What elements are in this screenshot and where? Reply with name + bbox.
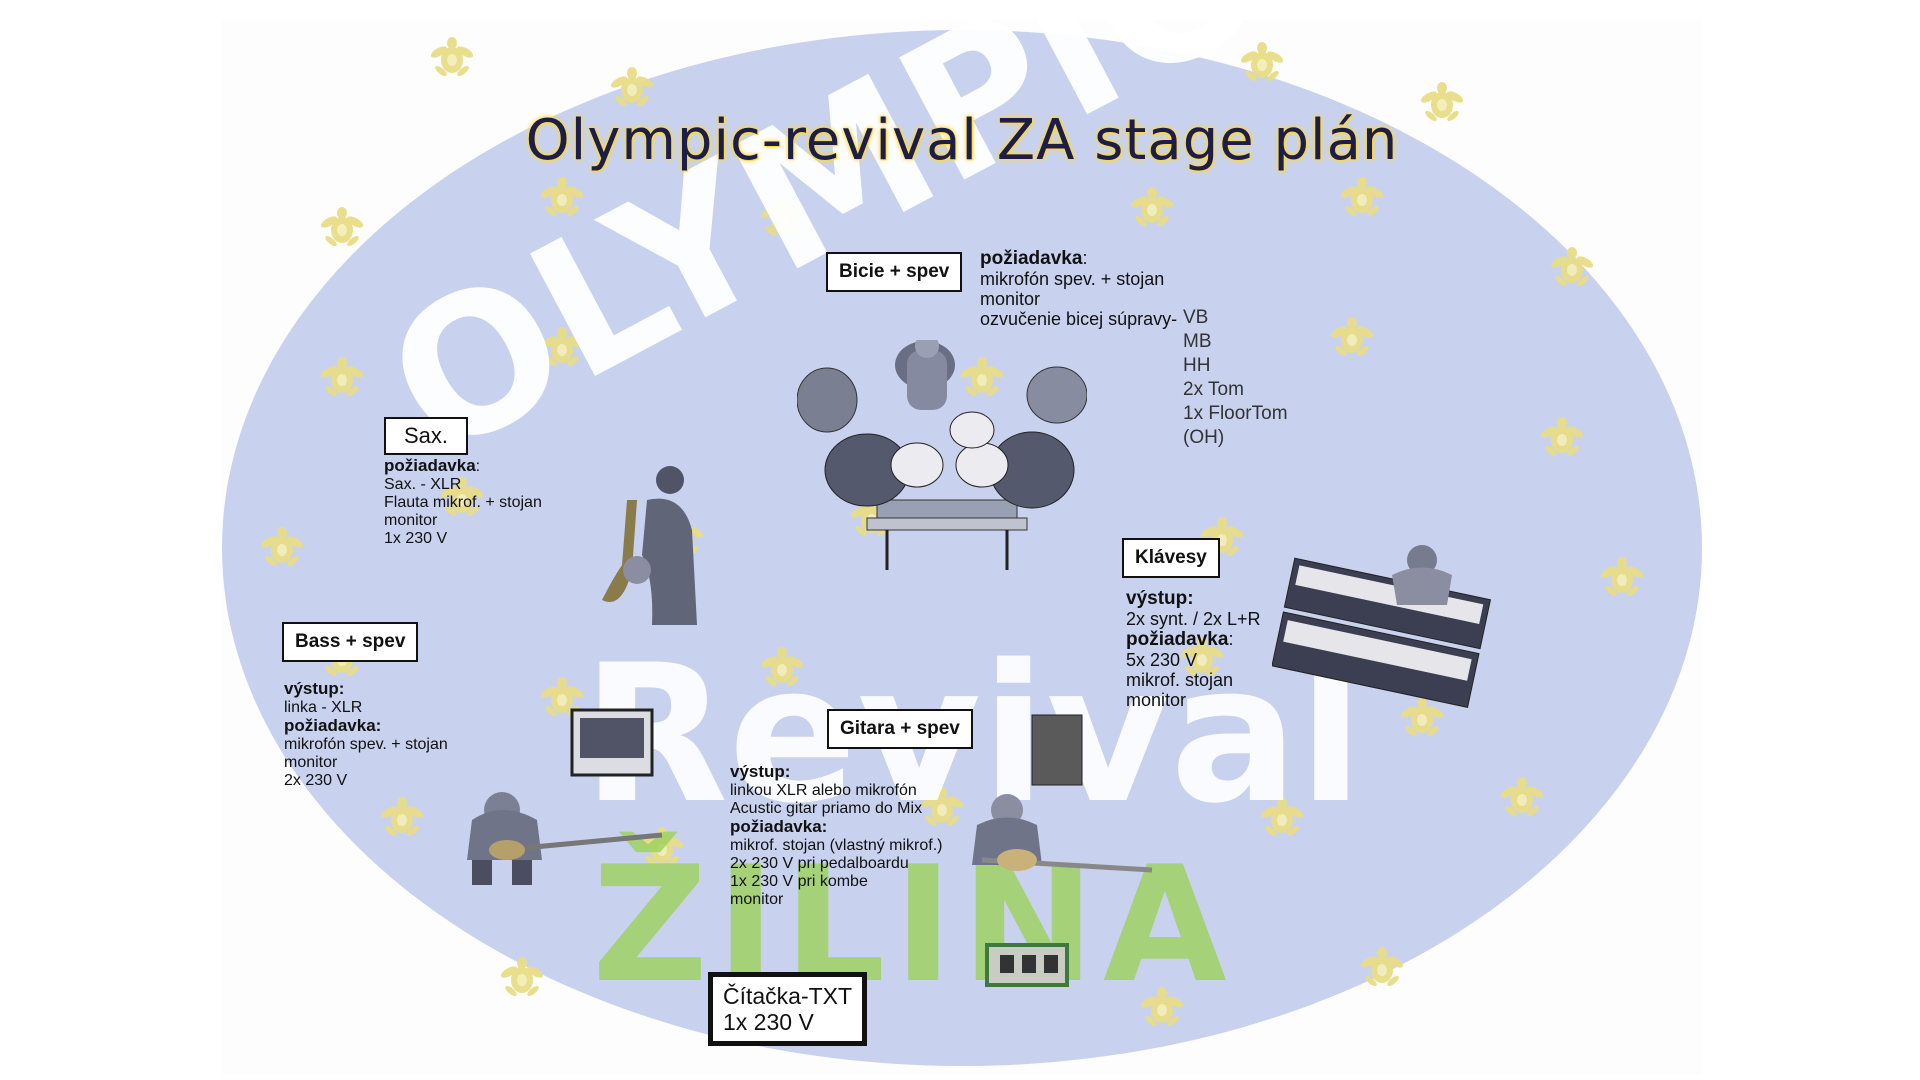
keys-label: Klávesy	[1122, 538, 1220, 578]
guitar-label: Gitara + spev	[827, 709, 973, 749]
background-oval	[222, 30, 1702, 1066]
sax-info: požiadavka: Sax. - XLR Flauta mikrof. + …	[384, 456, 542, 548]
bass-player-figure	[467, 708, 663, 885]
page-title: Olympic-revival ZA stage plán	[525, 108, 1399, 173]
sax-label: Sax.	[384, 417, 469, 455]
drums-label: Bicie + spev	[826, 252, 963, 292]
drums-info: požiadavka: mikrofón spev. + stojan moni…	[980, 248, 1178, 329]
logo-zilina-text: ŽILINA	[592, 831, 1235, 1018]
stage-plan-poster: OLYMPIC Revival ŽILINA Olympic-revival Z…	[222, 20, 1702, 1075]
keyboard-player-figure	[1272, 545, 1492, 708]
guitar-info: výstup: linkou XLR alebo mikrofón Acusti…	[730, 762, 943, 909]
guitar-player-figure	[972, 714, 1153, 987]
background-logo: OLYMPIC Revival ŽILINA	[222, 20, 1702, 1066]
bass-label: Bass + spev	[282, 622, 419, 662]
sax-player-figure	[602, 466, 697, 625]
keys-info: výstup: 2x synt. / 2x L+R požiadavka: 5x…	[1126, 588, 1261, 711]
bass-info: výstup: linka - XLR požiadavka: mikrofón…	[284, 679, 448, 790]
drum-kit-figure	[797, 340, 1087, 570]
reader-box: Čítačka-TXT 1x 230 V	[708, 972, 868, 1046]
